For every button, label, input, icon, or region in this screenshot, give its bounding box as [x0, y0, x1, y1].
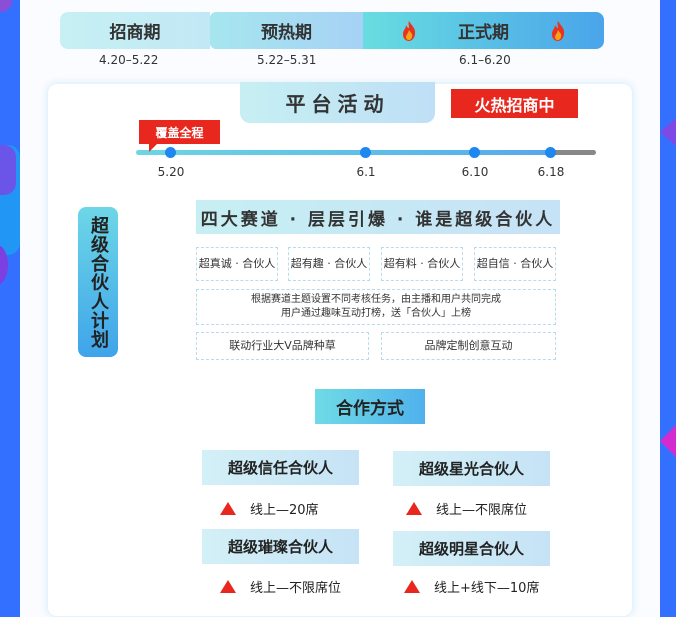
tier-star-light-partner: 超级星光合伙人 [393, 451, 550, 486]
four-tracks-title: 四大赛道 · 层层引爆 · 谁是超级合伙人 [196, 200, 560, 234]
description-line: 用户通过趣味互动打榜，送「合伙人」上榜 [281, 308, 471, 319]
timeline-label: 5.20 [157, 165, 185, 179]
phase-bar: 招商期 预热期 正式期 [60, 12, 604, 49]
phase-recruit: 招商期 [60, 12, 210, 49]
tier-note-text: 线上—不限席位 [250, 581, 342, 596]
hot-recruiting-badge: 火热招商中 [451, 89, 578, 118]
timeline-label: 6.18 [537, 165, 565, 179]
track-item: 超真诚 · 合伙人 [196, 247, 278, 281]
timeline-dot [545, 147, 556, 158]
phase-dates-recruit: 4.20–5.22 [99, 53, 159, 67]
cooperation-title: 合作方式 [315, 389, 425, 424]
warning-triangle-icon [404, 580, 420, 593]
phase-official: 正式期 [363, 12, 604, 49]
phase-label: 正式期 [458, 23, 509, 43]
right-decor-strip [660, 0, 676, 617]
phase-dates-official: 6.1–6.20 [459, 53, 511, 67]
tier-brilliant-partner: 超级璀璨合伙人 [202, 529, 359, 564]
tier-note-text: 线上—20席 [250, 503, 319, 518]
tier-note: 线上—不限席位 [406, 499, 527, 518]
cover-all-tag: 覆盖全程 [139, 120, 220, 152]
fire-icon [400, 20, 418, 42]
feature-item: 联动行业大V品牌种草 [196, 332, 369, 360]
warning-triangle-icon [406, 502, 422, 515]
track-item: 超自信 · 合伙人 [474, 247, 556, 281]
phase-warmup: 预热期 [210, 12, 363, 49]
tier-note-text: 线上+线下—10席 [434, 581, 540, 596]
track-item: 超有趣 · 合伙人 [288, 247, 370, 281]
phase-label: 预热期 [261, 23, 312, 43]
platform-activity-title: 平台活动 [240, 82, 435, 123]
tier-celebrity-partner: 超级明星合伙人 [393, 531, 550, 566]
tier-note-text: 线上—不限席位 [436, 503, 528, 518]
timeline-label: 6.10 [461, 165, 489, 179]
warning-triangle-icon [220, 502, 236, 515]
timeline-label: 6.1 [356, 165, 376, 179]
timeline-dot [360, 147, 371, 158]
phase-dates-warmup: 5.22–5.31 [257, 53, 317, 67]
fire-icon [549, 20, 567, 42]
main-card [47, 83, 633, 617]
description-line: 根据赛道主题设置不同考核任务，由主播和用户共同完成 [251, 294, 501, 305]
tier-note: 线上+线下—10席 [404, 577, 539, 596]
tier-note: 线上—20席 [220, 499, 319, 518]
track-item: 超有料 · 合伙人 [381, 247, 463, 281]
phase-label: 招商期 [109, 23, 161, 43]
feature-item: 品牌定制创意互动 [381, 332, 556, 360]
timeline-dot [469, 147, 480, 158]
left-decor-strip [0, 0, 20, 617]
tier-note: 线上—不限席位 [220, 577, 341, 596]
super-partner-plan-label: 超级合伙人计划 [78, 207, 118, 357]
side-label-text: 超级合伙人计划 [88, 215, 109, 349]
tier-trust-partner: 超级信任合伙人 [202, 450, 359, 485]
plan-description: 根据赛道主题设置不同考核任务，由主播和用户共同完成 用户通过趣味互动打榜，送「合… [196, 289, 556, 325]
timeline-dot [165, 147, 176, 158]
warning-triangle-icon [220, 580, 236, 593]
